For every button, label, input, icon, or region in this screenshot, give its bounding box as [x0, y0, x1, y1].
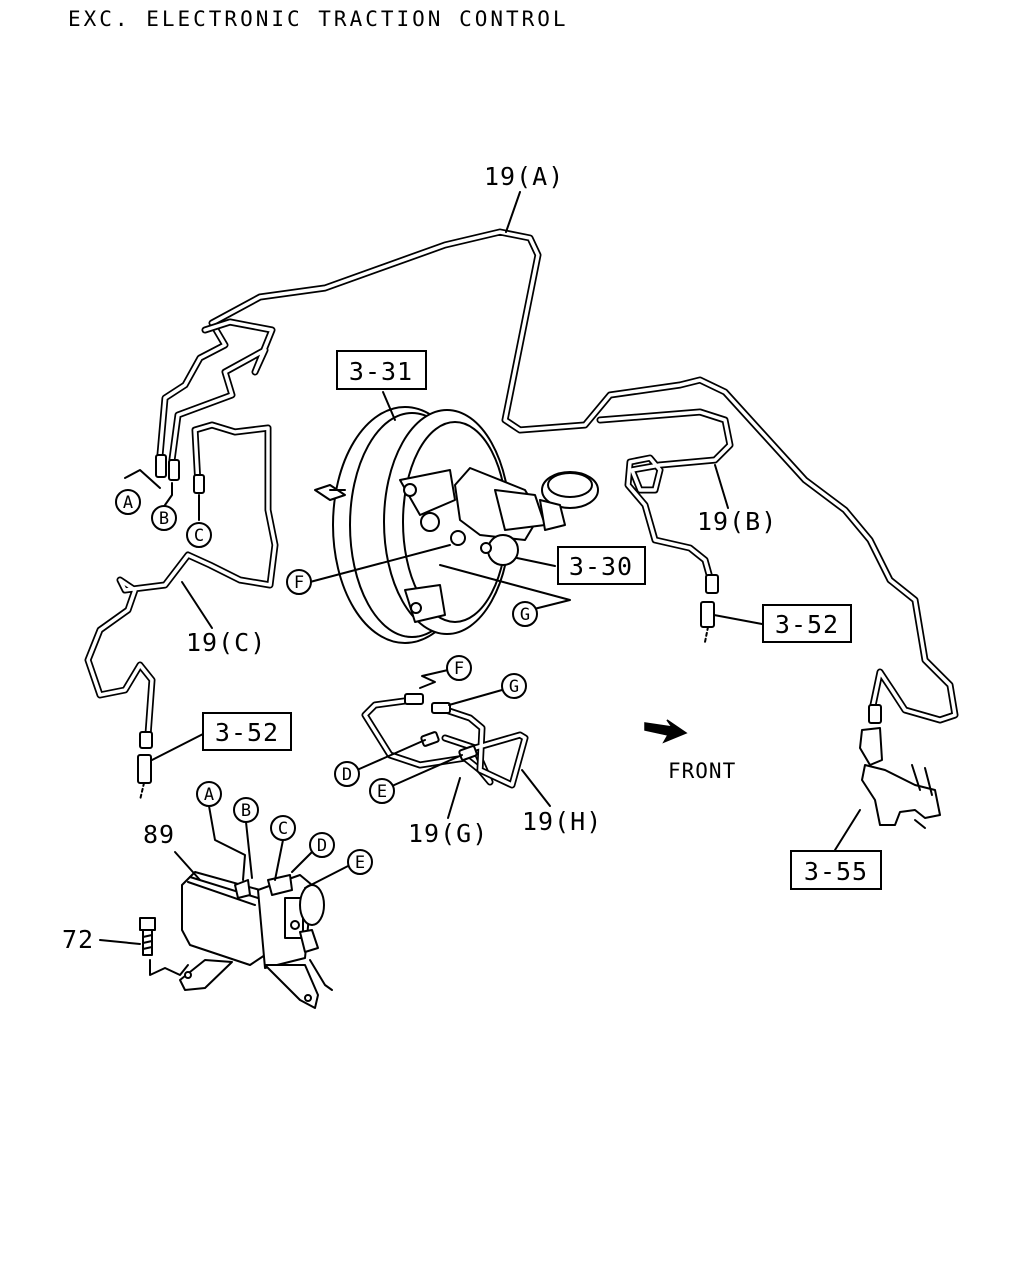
svg-text:3-55: 3-55: [804, 857, 868, 886]
connector-g-pipe: G: [501, 673, 527, 699]
label-89: 89: [143, 820, 175, 849]
leader-e: [391, 754, 463, 787]
svg-text:D: D: [317, 836, 327, 856]
leader-g-pipe: [448, 689, 503, 706]
leader-d-unit: [291, 851, 313, 873]
connector-f-mid: F: [286, 569, 312, 595]
svg-text:A: A: [204, 785, 214, 805]
pipe-fittings-center: [404, 693, 478, 761]
leader-19a: [505, 191, 521, 233]
svg-text:F: F: [294, 573, 304, 593]
label-19a: 19(A): [484, 162, 564, 191]
svg-text:E: E: [377, 782, 387, 802]
leader-19b: [714, 464, 729, 509]
pipe-19c: [84, 421, 279, 739]
front-arrow-icon: [644, 719, 688, 744]
leader-3-30: [516, 557, 556, 567]
svg-text:A: A: [123, 493, 133, 513]
svg-text:G: G: [520, 605, 530, 625]
connector-d-unit: D: [309, 832, 335, 858]
bolt-72: [139, 917, 189, 976]
connector-c-unit: C: [270, 815, 296, 841]
front-label: FRONT: [668, 759, 736, 783]
leader-19c: [181, 581, 213, 629]
leader-e-unit: [304, 864, 351, 889]
leader-d: [356, 739, 426, 771]
pipe-upper-loops: [168, 318, 276, 464]
label-19c: 19(C): [186, 628, 266, 657]
svg-text:C: C: [194, 526, 204, 546]
connector-d-pipe: D: [334, 761, 360, 787]
connector-a-top: A: [115, 489, 141, 515]
svg-text:C: C: [278, 819, 288, 839]
leader-b-unit: [245, 821, 253, 879]
connector-e-unit: E: [347, 849, 373, 875]
connector-b-unit: B: [233, 797, 259, 823]
leader-c-unit: [274, 839, 284, 881]
label-19b: 19(B): [697, 507, 777, 536]
pipe-19b: [596, 408, 734, 589]
callout-3-31: 3-31: [336, 350, 427, 390]
svg-text:F: F: [454, 659, 464, 679]
svg-text:E: E: [355, 853, 365, 873]
svg-text:3-31: 3-31: [349, 357, 413, 386]
connector-c-top: C: [186, 522, 212, 548]
leader-g: [439, 564, 571, 611]
break-symbols-left: [124, 469, 200, 521]
connector-b-top: B: [151, 505, 177, 531]
master-cylinder: [420, 467, 599, 566]
pipe-fittings-left: [155, 454, 205, 494]
label-72: 72: [62, 925, 94, 954]
label-19g: 19(G): [408, 819, 488, 848]
connector-g-mid: G: [512, 601, 538, 627]
flex-hose-left: [137, 731, 206, 801]
leader-89: [174, 851, 201, 881]
leader-72: [99, 939, 141, 945]
leader-19g: [447, 777, 461, 819]
svg-text:3-52: 3-52: [775, 610, 839, 639]
leader-19h: [521, 769, 551, 807]
page-title: EXC. ELECTRONIC TRACTION CONTROL: [68, 7, 569, 31]
brake-booster: [314, 406, 511, 644]
callout-3-55: 3-55: [790, 850, 882, 890]
leader-a-unit: [208, 805, 246, 881]
svg-text:B: B: [241, 801, 251, 821]
flex-hose-right: [700, 574, 763, 643]
leader-3-31: [382, 391, 396, 421]
pipe-19a: [156, 228, 959, 724]
label-19h: 19(H): [522, 807, 602, 836]
callout-3-30: 3-30: [557, 546, 646, 585]
svg-text:3-52: 3-52: [215, 718, 279, 747]
svg-text:3-30: 3-30: [569, 552, 633, 581]
callout-3-52-left: 3-52: [202, 712, 292, 751]
break-f: [419, 669, 449, 689]
hydraulic-unit: [179, 871, 333, 1009]
svg-text:D: D: [342, 765, 352, 785]
connector-f-pipe: F: [446, 655, 472, 681]
callout-3-52-right: 3-52: [762, 604, 852, 643]
pipe-19g-19h: [361, 696, 529, 789]
connector-e-pipe: E: [369, 778, 395, 804]
svg-text:B: B: [159, 509, 169, 529]
connector-a-unit: A: [196, 781, 222, 807]
leader-f: [309, 544, 451, 583]
bracket-3-55: [834, 704, 941, 851]
svg-text:G: G: [509, 677, 519, 697]
